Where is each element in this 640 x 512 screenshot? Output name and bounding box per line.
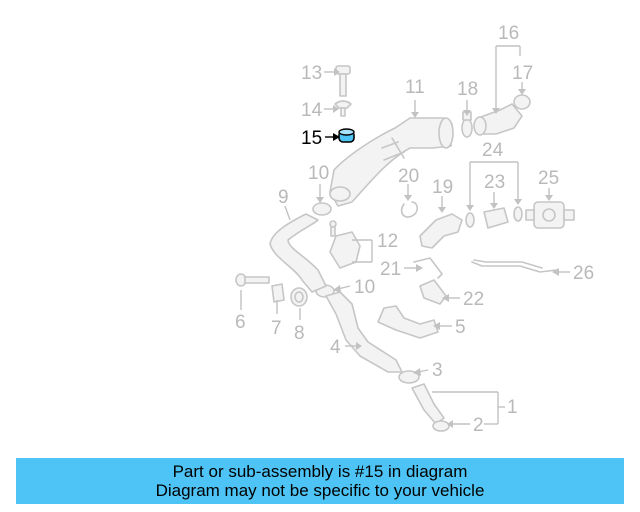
part-25-valve xyxy=(525,201,575,229)
callout-9: 9 xyxy=(278,187,289,208)
part-23-sleeve xyxy=(483,207,509,229)
banner-line-2: Diagram may not be specific to your vehi… xyxy=(155,481,485,500)
part-21-bracket xyxy=(413,257,443,279)
part-7-washer xyxy=(271,283,285,303)
parts-diagram: 13 14 15 11 10 9 12 10 6 7 8 4 5 3 1 2 1… xyxy=(235,23,594,436)
part-16-elbow xyxy=(473,103,523,136)
callout-18: 18 xyxy=(457,79,478,100)
callout-15: 15 xyxy=(301,128,322,149)
part-14-clip xyxy=(334,100,352,117)
callout-12: 12 xyxy=(377,231,398,252)
part-12-bracket xyxy=(329,220,361,269)
callout-22: 22 xyxy=(463,289,484,310)
part-5-bracket xyxy=(377,305,439,339)
callout-7: 7 xyxy=(271,318,282,339)
callout-4: 4 xyxy=(330,337,341,358)
callout-labels: 13 14 15 11 10 9 12 10 6 7 8 4 5 3 1 2 1… xyxy=(235,23,594,436)
part-6-stud xyxy=(235,273,270,287)
callout-23: 23 xyxy=(484,172,505,193)
part-10-clamp-upper xyxy=(312,202,332,216)
callout-24: 24 xyxy=(482,140,504,161)
callout-19: 19 xyxy=(432,177,453,198)
part-19-elbow xyxy=(419,213,463,249)
part-20-clip xyxy=(400,201,419,218)
callout-20: 20 xyxy=(398,166,419,187)
callout-21: 21 xyxy=(380,259,401,280)
callout-10-lower: 10 xyxy=(354,277,375,298)
part-1-hose xyxy=(411,383,445,425)
callout-10-upper: 10 xyxy=(308,163,329,184)
part-17-o-ring xyxy=(513,94,531,110)
callout-6: 6 xyxy=(235,312,246,333)
callout-3: 3 xyxy=(432,360,443,381)
callout-2: 2 xyxy=(473,415,484,436)
part-24-clamp-left xyxy=(465,212,475,228)
callout-25: 25 xyxy=(538,168,559,189)
part-13-bolt xyxy=(335,65,351,97)
part-22-bracket xyxy=(419,279,447,305)
callout-1: 1 xyxy=(507,397,518,418)
part-15-cap xyxy=(338,128,355,143)
callout-26: 26 xyxy=(573,263,594,284)
callout-16: 16 xyxy=(498,23,519,44)
part-4-pipe xyxy=(325,291,403,373)
part-24-clamp-right xyxy=(513,206,523,222)
banner-line-1: Part or sub-assembly is #15 in diagram xyxy=(172,462,468,481)
part-11-hose xyxy=(329,117,454,207)
callout-11: 11 xyxy=(405,77,425,98)
part-8-grommet xyxy=(290,287,308,307)
leader-lines xyxy=(240,45,570,428)
callout-8: 8 xyxy=(294,323,305,344)
callout-5: 5 xyxy=(455,317,466,338)
info-banner: Part or sub-assembly is #15 in diagram D… xyxy=(16,458,624,504)
part-2-clamp xyxy=(432,420,450,432)
part-3-clamp xyxy=(398,370,420,384)
callout-13: 13 xyxy=(301,63,322,84)
callout-14: 14 xyxy=(301,100,323,121)
part-9-hose xyxy=(269,213,327,293)
callout-17: 17 xyxy=(512,63,533,84)
part-26-line xyxy=(471,261,557,273)
